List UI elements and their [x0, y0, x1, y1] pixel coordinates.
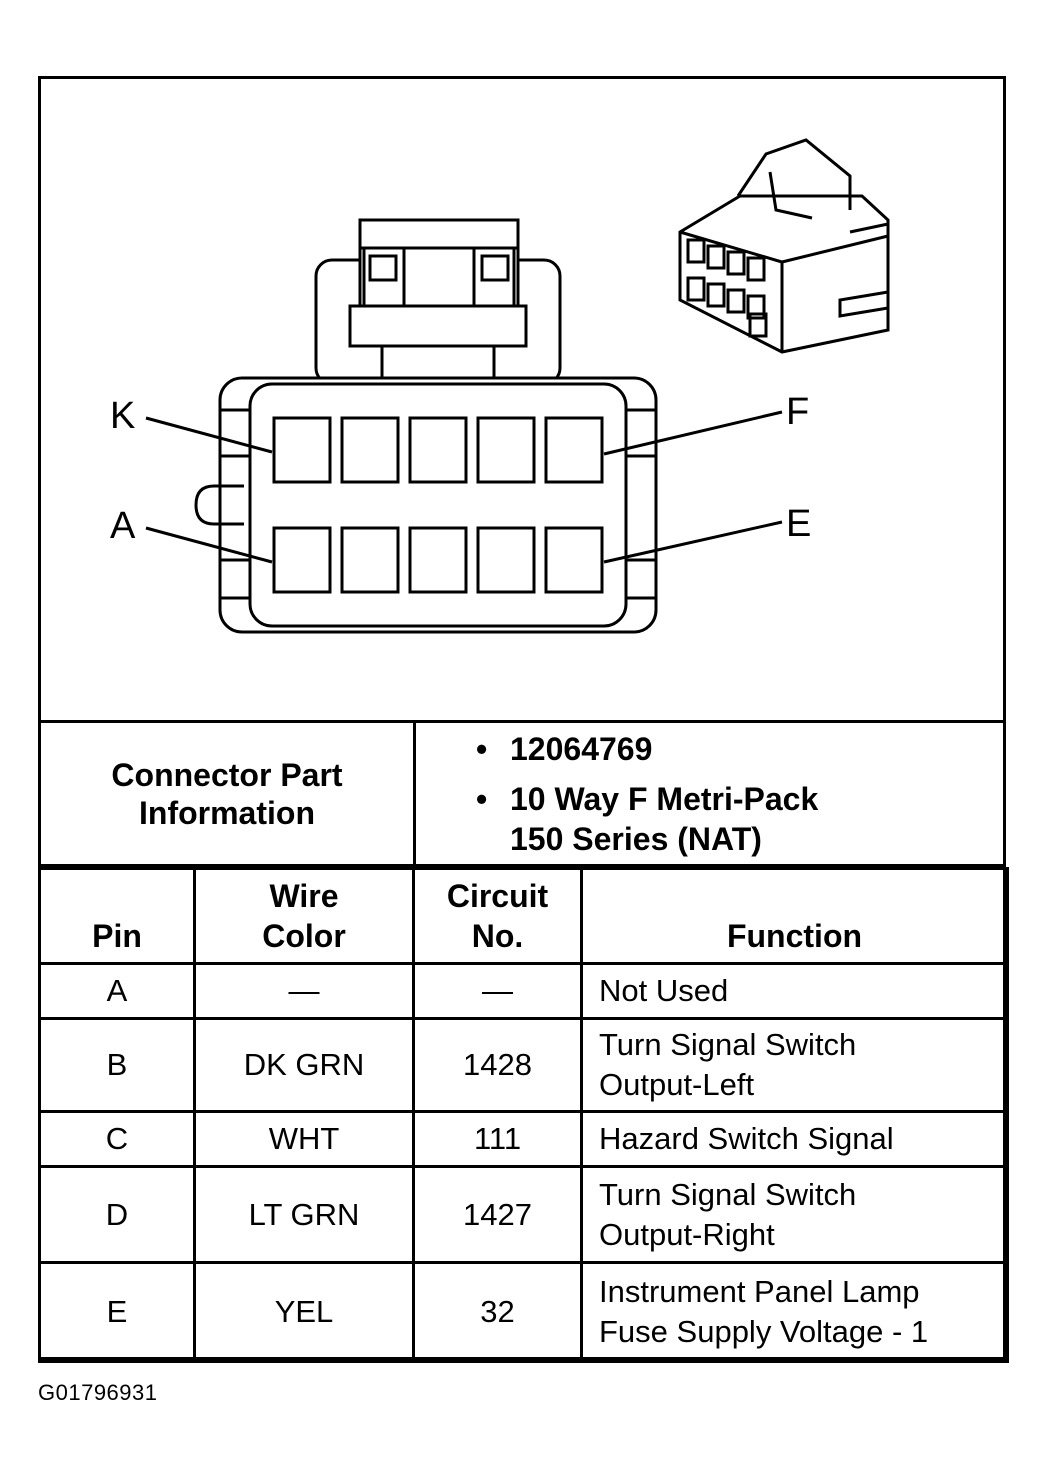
table-row: C WHT 111 Hazard Switch Signal — [38, 1110, 1009, 1168]
pin-label-k: K — [110, 395, 135, 437]
table-row: B DK GRN 1428 Turn Signal Switch Output-… — [38, 1017, 1009, 1113]
pin-label-a: A — [110, 505, 136, 547]
cell-function: Turn Signal Switch Output-Left — [580, 1017, 1009, 1113]
pin-cavity — [340, 416, 400, 484]
pin-cavity — [272, 416, 332, 484]
pin-table: Pin Wire Color Circuit No. Function A — … — [38, 867, 1009, 1363]
connector-part-values: 12064769 10 Way F Metri-Pack 150 Series … — [413, 720, 1006, 867]
connector-part-table: Connector Part Information 12064769 10 W… — [38, 720, 1006, 867]
cell-wire-color: — — [193, 962, 415, 1020]
cell-pin: A — [38, 962, 196, 1020]
connector-latch — [314, 218, 562, 386]
column-header-function: Function — [580, 867, 1009, 965]
cell-function: Instrument Panel Lamp Fuse Supply Voltag… — [580, 1261, 1009, 1363]
cell-function: Not Used — [580, 962, 1009, 1020]
pin-cavity — [408, 526, 468, 594]
pin-cavity — [476, 416, 536, 484]
cell-circuit: 111 — [412, 1110, 583, 1168]
column-header-circuit: Circuit No. — [412, 867, 583, 965]
cell-wire-color: YEL — [193, 1261, 415, 1363]
pin-cavity — [408, 416, 468, 484]
pin-cavity — [544, 526, 604, 594]
cell-wire-color: WHT — [193, 1110, 415, 1168]
connector-diagram: K A F E — [110, 138, 890, 634]
cell-pin: C — [38, 1110, 196, 1168]
table-row: E YEL 32 Instrument Panel Lamp Fuse Supp… — [38, 1261, 1009, 1363]
pin-cavity — [476, 526, 536, 594]
pin-label-f: F — [786, 391, 809, 433]
cell-wire-color: LT GRN — [193, 1165, 415, 1264]
leader-line-a — [145, 526, 273, 564]
leader-line-f — [603, 410, 783, 456]
pin-label-e: E — [786, 503, 811, 545]
figure-id: G01796931 — [38, 1380, 158, 1405]
cell-circuit: — — [412, 962, 583, 1020]
table-row: A — — Not Used — [38, 962, 1009, 1020]
column-header-pin: Pin — [38, 867, 196, 965]
table-row: D LT GRN 1427 Turn Signal Switch Output-… — [38, 1165, 1009, 1264]
cell-circuit: 32 — [412, 1261, 583, 1363]
cell-wire-color: DK GRN — [193, 1017, 415, 1113]
cell-pin: E — [38, 1261, 196, 1363]
pin-cavity — [544, 416, 604, 484]
connector-body — [194, 376, 658, 634]
leader-line-k — [145, 416, 273, 454]
cell-pin: D — [38, 1165, 196, 1264]
connector-iso-view — [678, 138, 890, 354]
pin-cavities — [272, 416, 604, 594]
cell-circuit: 1427 — [412, 1165, 583, 1264]
pin-cavity — [272, 526, 332, 594]
cell-pin: B — [38, 1017, 196, 1113]
cell-function: Turn Signal Switch Output-Right — [580, 1165, 1009, 1264]
cell-circuit: 1428 — [412, 1017, 583, 1113]
pin-cavity — [340, 526, 400, 594]
leader-line-e — [603, 520, 783, 564]
connector-part-label: Connector Part Information — [38, 720, 416, 867]
column-header-wire-color: Wire Color — [193, 867, 415, 965]
connector-part-value: 12064769 — [476, 729, 1003, 769]
connector-part-value: 10 Way F Metri-Pack 150 Series (NAT) — [476, 779, 1003, 859]
cell-function: Hazard Switch Signal — [580, 1110, 1009, 1168]
